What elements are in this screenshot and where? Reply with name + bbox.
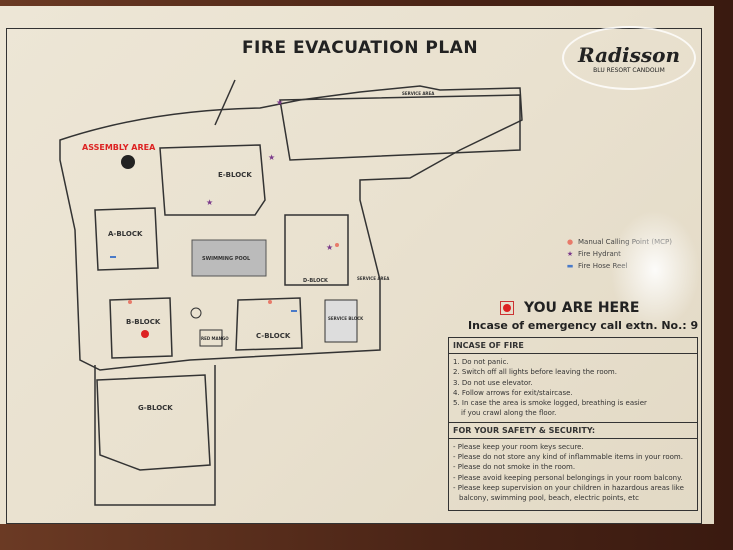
map-legend: ● Manual Calling Point (MCP) ★ Fire Hydran… xyxy=(565,236,672,272)
fire-hydrant-icon: ★ xyxy=(326,243,333,252)
assembly-point-icon xyxy=(121,155,135,169)
legend-label: Fire Hydrant xyxy=(578,250,621,258)
safety-section-heading: FOR YOUR SAFETY & SECURITY: xyxy=(449,421,697,439)
fire-section-heading: INCASE OF FIRE xyxy=(449,338,697,354)
list-item: balcony, swimming pool, beach, electric … xyxy=(459,494,639,503)
fire-hose-icon xyxy=(110,256,116,258)
d-block-outline xyxy=(284,214,349,286)
legend-item: ● Manual Calling Point (MCP) xyxy=(565,236,672,248)
c-block-outline xyxy=(235,297,303,351)
sign-border xyxy=(6,28,702,524)
page-title: FIRE EVACUATION PLAN xyxy=(241,38,479,58)
swimming-pool-label: SWIMMING POOL xyxy=(202,256,251,262)
c-block-label: C-BLOCK xyxy=(256,332,291,340)
road-line xyxy=(214,79,236,126)
g-block-boundary xyxy=(94,365,216,506)
assembly-area-label: ASSEMBLY AREA xyxy=(82,143,156,152)
manual-call-point-icon: ● xyxy=(566,238,574,246)
you-are-here-icon xyxy=(500,301,514,315)
fire-hose-icon: ▬ xyxy=(566,262,574,270)
you-are-here-marker-icon xyxy=(141,330,149,338)
e-block-outline xyxy=(159,144,266,216)
g-block-label: G-BLOCK xyxy=(138,404,173,412)
red-mango-label: RED MANGO xyxy=(201,336,229,341)
fountain-icon xyxy=(190,307,202,319)
fire-hose-icon xyxy=(291,310,297,312)
legend-label: Manual Calling Point (MCP) xyxy=(578,238,672,246)
list-item: 2. Switch off all lights before leaving … xyxy=(453,368,617,377)
list-item: - Please do not smoke in the room. xyxy=(453,463,576,472)
swimming-pool-shape xyxy=(191,239,267,277)
list-item: 1. Do not panic. xyxy=(453,358,509,366)
service-block-shape xyxy=(324,299,358,343)
logo-brand: Radisson xyxy=(577,42,681,67)
fire-hydrant-icon: ★ xyxy=(268,153,275,162)
instructions-box: INCASE OF FIRE 1. Do not panic. 2. Switc… xyxy=(448,337,698,511)
b-block-label: B-BLOCK xyxy=(126,318,161,326)
fire-hydrant-icon: ★ xyxy=(206,198,213,207)
b-block-outline xyxy=(109,297,173,359)
legend-label: Fire Hose Reel xyxy=(578,262,628,270)
legend-item: ▬ Fire Hose Reel xyxy=(565,260,672,272)
you-are-here-key: YOU ARE HERE xyxy=(500,300,639,316)
service-area-top-label: SERVICE AREA xyxy=(402,91,435,96)
g-block-outline xyxy=(96,374,211,471)
a-block-label: A-BLOCK xyxy=(108,230,143,238)
fire-hydrant-icon: ★ xyxy=(276,98,283,107)
emergency-extension: Incase of emergency call extn. No.: 9 xyxy=(468,319,699,332)
list-item: - Please keep your room keys secure. xyxy=(453,442,584,451)
logo-subtitle: BLU RESORT CANDOLIM xyxy=(593,66,665,74)
safety-instructions: - Please keep your room keys secure. - P… xyxy=(449,439,697,507)
fire-hydrant-icon: ★ xyxy=(566,250,574,258)
you-are-here-label: YOU ARE HERE xyxy=(524,300,640,316)
e-block-label: E-BLOCK xyxy=(218,171,252,179)
d-block-label: D-BLOCK xyxy=(303,278,329,284)
site-boundary xyxy=(59,85,523,371)
service-block-label: SERVICE BLOCK xyxy=(328,316,364,321)
service-area-label: SERVICE AREA xyxy=(357,276,390,281)
red-mango-shape xyxy=(199,329,223,347)
main-building-outline xyxy=(279,94,521,161)
list-item: - Please do not store any kind of inflam… xyxy=(453,453,683,462)
legend-item: ★ Fire Hydrant xyxy=(565,248,672,260)
hotel-logo: Radisson BLU RESORT CANDOLIM xyxy=(562,26,696,90)
list-item: 5. In case the area is smoke logged, bre… xyxy=(453,399,647,408)
fire-instructions: 1. Do not panic. 2. Switch off all light… xyxy=(449,354,697,422)
list-item: if you crawl along the floor. xyxy=(461,409,557,418)
list-item: 3. Do not use elevator. xyxy=(453,378,533,387)
list-item: - Please keep supervision on your childr… xyxy=(453,483,684,492)
manual-call-point-icon xyxy=(128,300,132,304)
list-item: - Please avoid keeping personal belongin… xyxy=(453,473,683,482)
list-item: 4. Follow arrows for exit/staircase. xyxy=(453,388,573,397)
manual-call-point-icon xyxy=(335,243,339,247)
a-block-outline xyxy=(94,207,159,271)
manual-call-point-icon xyxy=(268,300,272,304)
